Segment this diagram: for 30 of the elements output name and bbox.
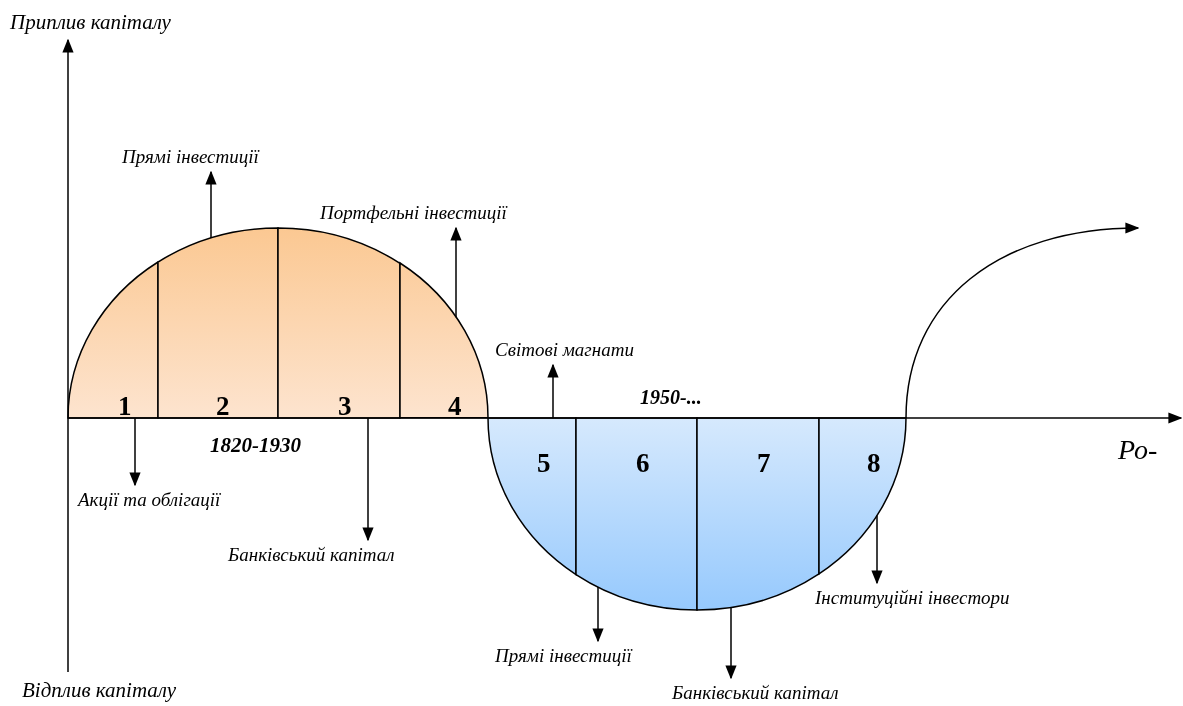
flow-label: Прямі інвестиції <box>495 645 632 667</box>
segment-number: 7 <box>757 450 771 477</box>
flow-label: Банківський капітал <box>228 544 395 566</box>
arrow <box>205 170 217 239</box>
flow-label: Світові магнати <box>495 339 634 361</box>
arrow <box>592 586 604 643</box>
arrow <box>129 417 141 487</box>
segment-number: 3 <box>338 393 352 420</box>
period-label: 1950-... <box>640 385 702 409</box>
segment-number: 6 <box>636 450 650 477</box>
segment-number: 4 <box>448 393 462 420</box>
axis-label: Приплив капіталу <box>10 10 171 35</box>
flow-label: Прямі інвестиції <box>122 146 259 168</box>
segment-number: 2 <box>216 393 230 420</box>
axis-label: Ро- <box>1118 434 1158 467</box>
flow-label: Портфельні інвестиції <box>320 202 507 224</box>
arrow <box>362 417 374 542</box>
arrow <box>450 226 462 318</box>
period-label: 1820-1930 <box>210 433 301 458</box>
flow-label: Банківський капітал <box>672 682 839 704</box>
arrow <box>547 363 559 419</box>
segment-number: 8 <box>867 450 881 477</box>
axis-label: Відплив капіталу <box>22 678 177 703</box>
arrow <box>725 606 737 680</box>
flow-label: Інституційні інвестори <box>815 587 1010 609</box>
arrow <box>871 514 883 585</box>
segment-number: 5 <box>537 450 551 477</box>
arrow <box>905 222 1140 419</box>
segment-number: 1 <box>118 393 132 420</box>
flow-label: Акції та облігації <box>78 489 221 511</box>
